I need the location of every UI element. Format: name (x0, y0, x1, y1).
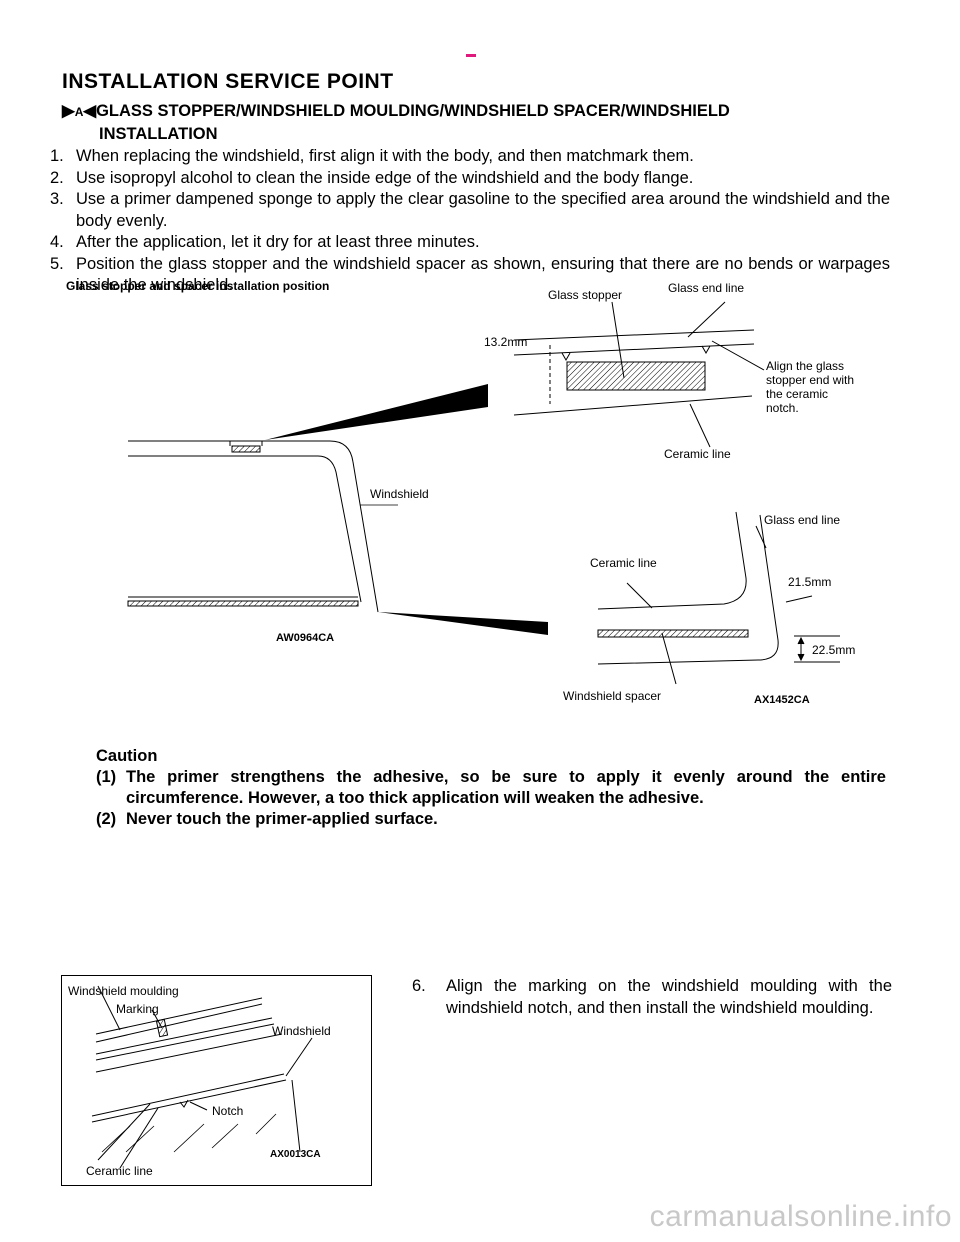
glass-end-line-bottom-label: Glass end line (764, 513, 840, 527)
windshield-spacer-detail (597, 629, 749, 638)
windshield-diagram: Windshield AW0964CA Glass stopper Glass … (127, 281, 855, 706)
caution-item: (1) The primer strengthens the adhesive, … (96, 767, 886, 809)
sub-heading-line2: INSTALLATION (99, 125, 218, 143)
figure1-code-right: AX1452CA (754, 694, 810, 706)
step-item: 3. Use a primer dampened sponge to apply … (50, 189, 890, 232)
marking-label: Marking (116, 1002, 159, 1016)
glass-stopper-label: Glass stopper (548, 288, 622, 302)
step-number: 3. (50, 190, 64, 208)
caution-number: (1) (96, 768, 117, 786)
step-text: When replacing the windshield, first ali… (76, 147, 694, 165)
header-dash (466, 54, 476, 57)
glass-end-line-top-label: Glass end line (668, 281, 744, 295)
ceramic-line-label-2: Ceramic line (86, 1164, 153, 1178)
caution-title: Caution (96, 747, 158, 765)
step6-number: 6. (412, 977, 426, 995)
right-triangle-icon: ▶ (62, 102, 75, 120)
align-note-line1: Align the glass (766, 359, 844, 373)
step-item: 1. When replacing the windshield, first a… (50, 146, 890, 168)
dim-b-label: 22.5mm (812, 643, 855, 657)
glass-stopper-small (231, 445, 261, 453)
caution-item: (2) Never touch the primer-applied surfac… (96, 809, 886, 830)
step-text: Position the glass stopper and the winds… (76, 254, 890, 295)
step-item: 5. Position the glass stopper and the win… (50, 254, 890, 297)
caution-number: (2) (96, 810, 117, 828)
step-number: 4. (50, 233, 64, 251)
step-item: 4. After the application, let it dry for … (50, 232, 890, 254)
moulding-label: Windshield moulding (68, 984, 179, 998)
step-number: 2. (50, 168, 64, 187)
ceramic-line-bottom-label: Ceramic line (590, 556, 657, 570)
spacer-detail (597, 511, 840, 685)
sub-heading-line1: GLASS STOPPER/WINDSHIELD MOULDING/WINDSH… (96, 102, 730, 120)
section-title: INSTALLATION SERVICE POINT (62, 70, 394, 93)
step6-text: Align the marking on the windshield moul… (446, 977, 892, 1017)
windshield-overview (127, 440, 398, 613)
dim-a-label: 21.5mm (788, 575, 831, 589)
notch-label: Notch (212, 1104, 243, 1118)
figure1-code-left: AW0964CA (276, 632, 334, 644)
zoom-wedge-bottom (378, 612, 548, 635)
step-number: 1. (50, 147, 64, 165)
step-text: Use isopropyl alcohol to clean the insid… (76, 168, 694, 187)
moulding-diagram: Windshield moulding Marking Windshield N… (68, 984, 331, 1178)
windshield-spacer-small (127, 600, 359, 607)
caution-text: The primer strengthens the adhesive, so … (126, 768, 886, 807)
dim-top-label: 13.2mm (484, 335, 527, 349)
figure1-caption: Glass stopper and spacer installation po… (66, 279, 330, 293)
figure2-code: AX0013CA (270, 1149, 321, 1160)
windshield-spacer-label: Windshield spacer (563, 689, 661, 703)
left-triangle-icon: ◀ (83, 102, 97, 120)
align-note-line2: stopper end with (766, 373, 854, 387)
sub-heading: ▶A◀GLASS STOPPER/WINDSHIELD MOULDING/WIN… (62, 100, 822, 145)
steps-list: 1. When replacing the windshield, first a… (50, 146, 890, 297)
zoom-wedge-top (265, 384, 488, 440)
stopper-detail (513, 301, 765, 448)
moulding-figure-frame: Windshield moulding Marking Windshield N… (61, 975, 372, 1186)
footer-url: carmanualsonline.info (649, 1200, 952, 1233)
ceramic-line-top-label: Ceramic line (664, 447, 731, 461)
glass-stopper-detail (566, 361, 706, 391)
caution-text: Never touch the primer-applied surface. (126, 810, 438, 828)
align-note-line3: the ceramic (766, 387, 828, 401)
step6-item: 6. Align the marking on the windshield m… (412, 975, 892, 1019)
step-text: Use a primer dampened sponge to apply th… (76, 190, 890, 230)
step-item: 2. Use isopropyl alcohol to clean the ins… (50, 168, 890, 190)
windshield-label-2: Windshield (272, 1024, 331, 1038)
windshield-label: Windshield (370, 487, 429, 501)
step-text: After the application, let it dry for at… (76, 233, 480, 251)
align-note-line4: notch. (766, 401, 799, 415)
caution-block: Caution (1) The primer strengthens the ad… (96, 746, 886, 830)
step-number: 5. (50, 254, 64, 273)
marker-letter: A (74, 105, 84, 119)
